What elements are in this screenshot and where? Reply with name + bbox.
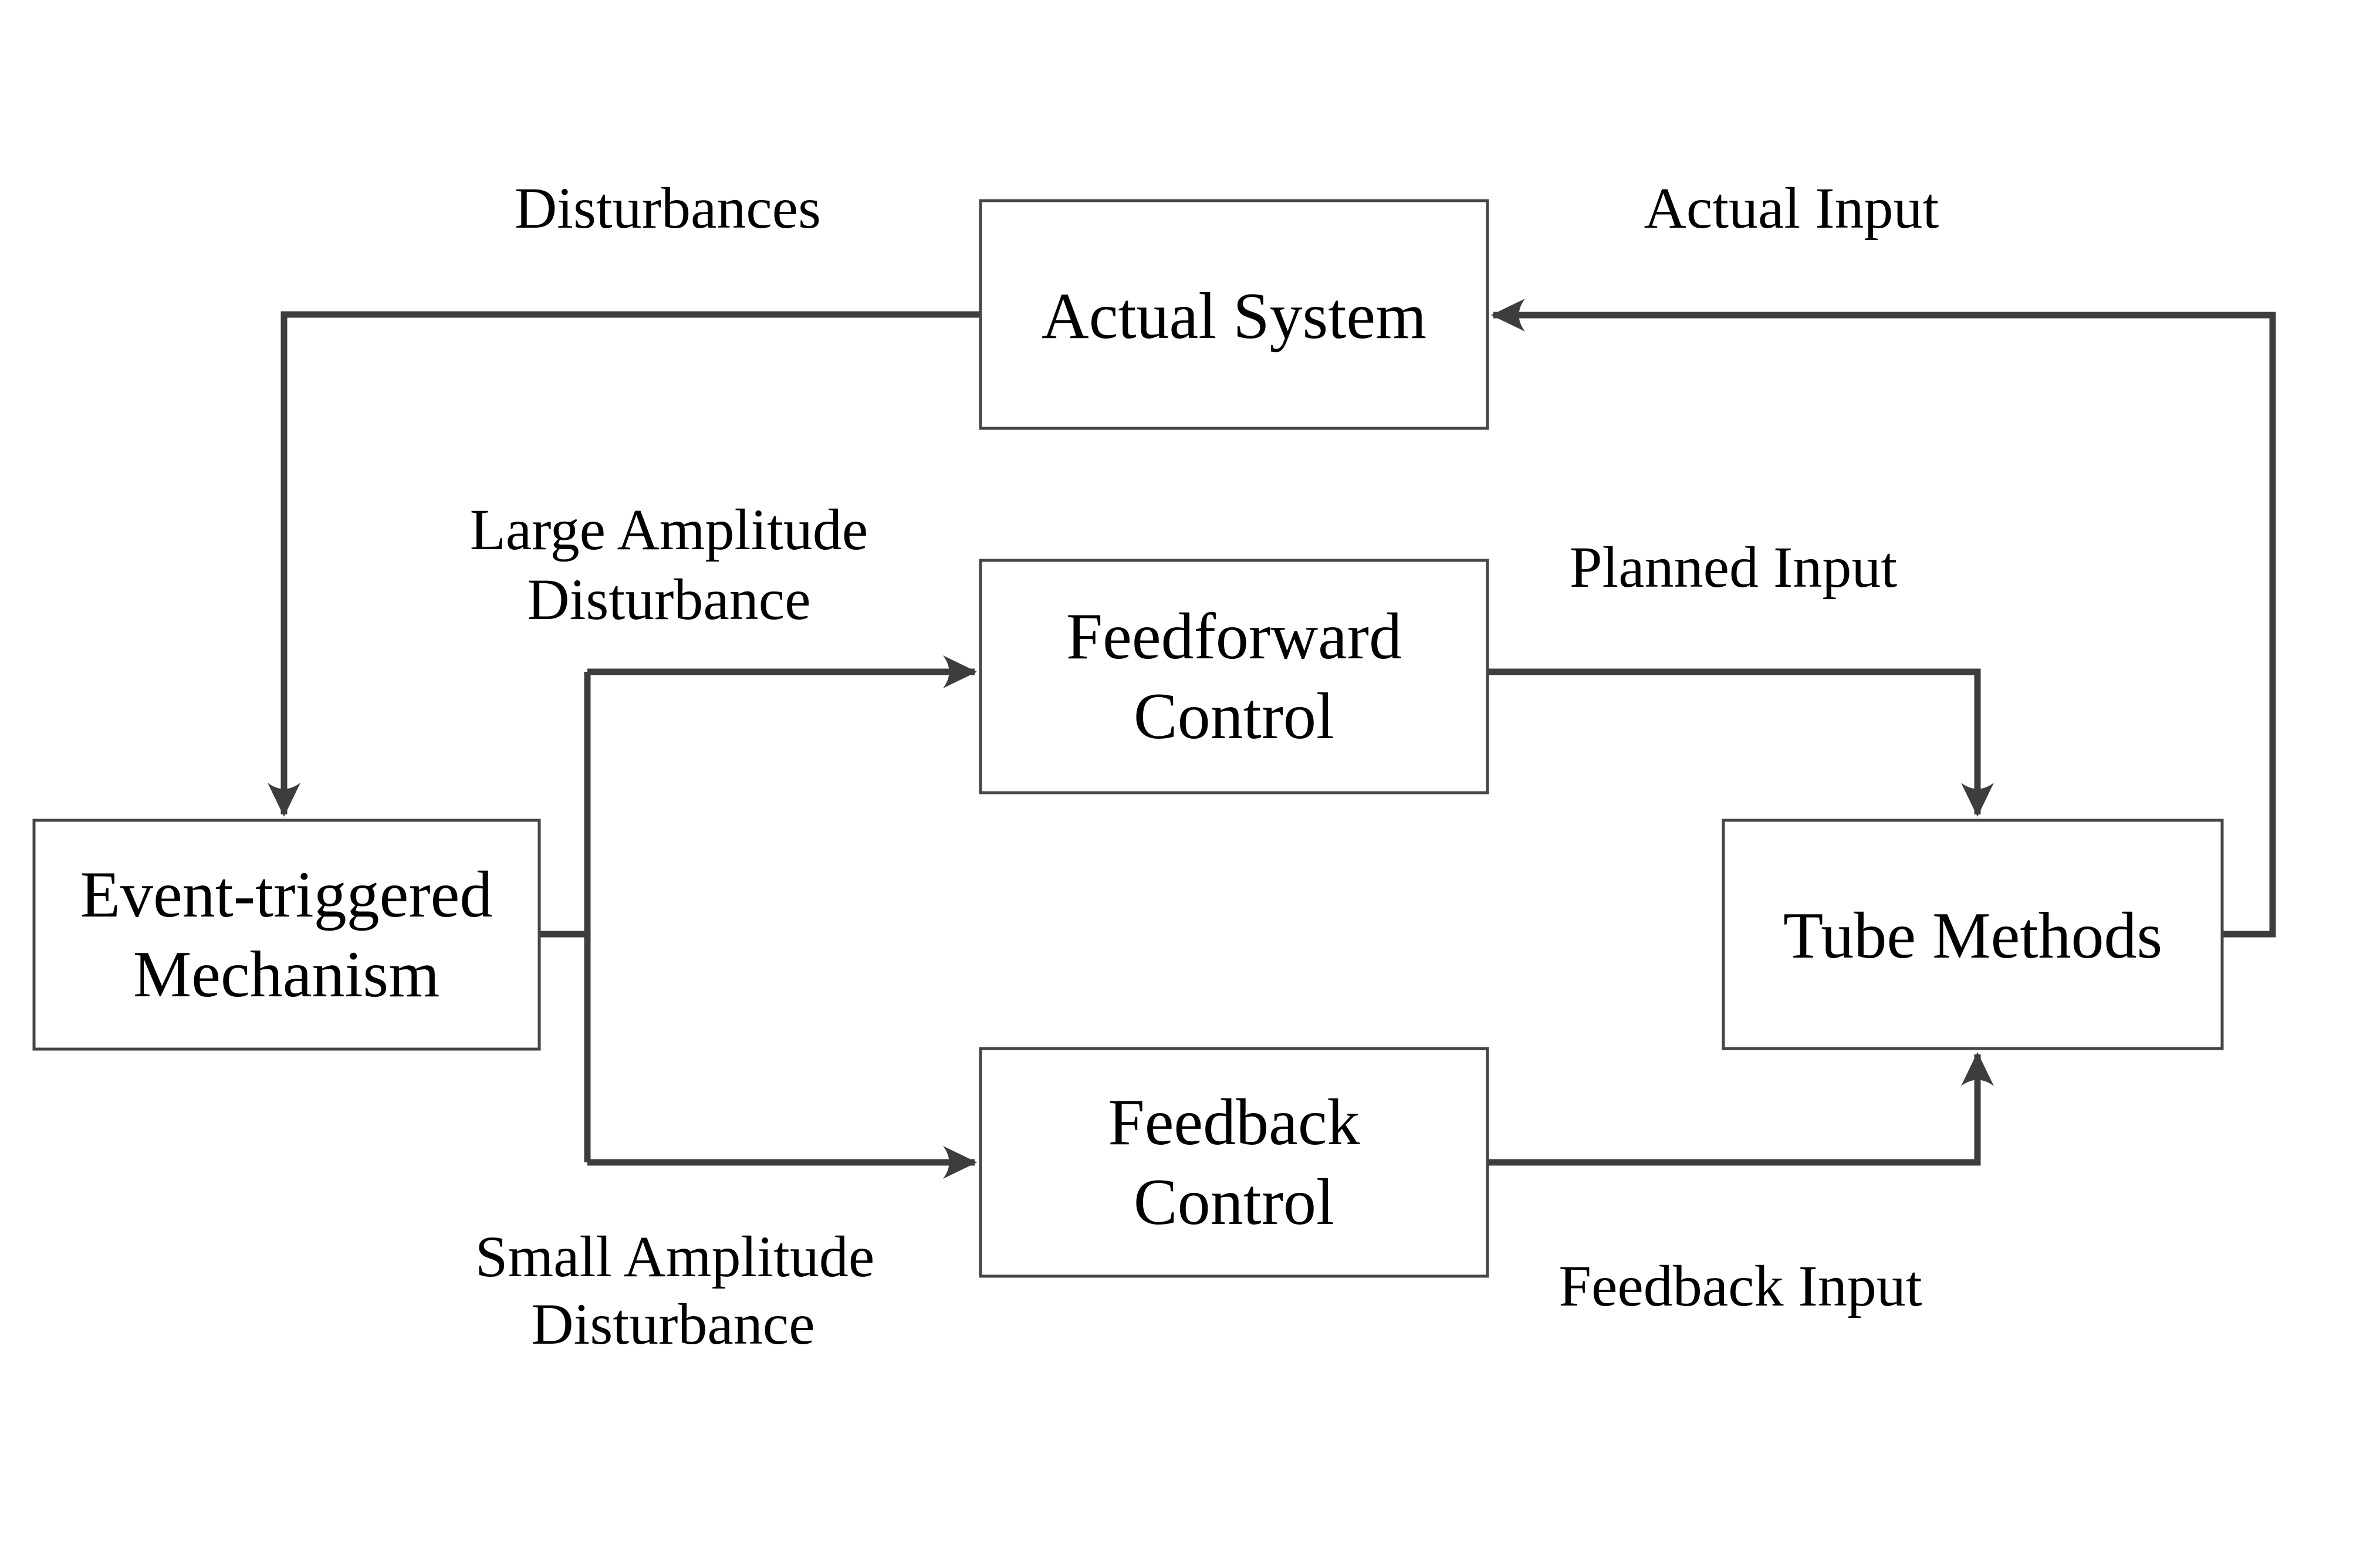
disturbances-connector xyxy=(268,311,981,817)
large-amplitude-disturbance-label-line1: Large Amplitude xyxy=(470,497,868,562)
tube-methods-box xyxy=(1722,819,2224,1050)
large-amplitude-disturbance-label-line2: Disturbance xyxy=(527,567,810,632)
feedback-input-connector xyxy=(1488,1052,1994,1166)
feedback-control-box xyxy=(979,1047,1489,1278)
event-triggered-mechanism-label-line2: Mechanism xyxy=(133,938,440,1011)
tube-methods-label: Tube Methods xyxy=(1783,900,2162,972)
small-amplitude-disturbance-label-line2: Disturbance xyxy=(531,1291,814,1357)
feedback-control-label-line1: Feedback xyxy=(1108,1086,1360,1159)
event-triggered-mechanism-box xyxy=(32,819,541,1051)
feedforward-control-label-line1: Feedforward xyxy=(1066,600,1402,673)
feedback-input-label: Feedback Input xyxy=(1559,1253,1922,1318)
feedback-control-label-line2: Control xyxy=(1134,1166,1334,1239)
planned-input-connector xyxy=(1488,668,1994,817)
actual-input-connector xyxy=(1491,299,2276,938)
small-amplitude-disturbance-label-line1: Small Amplitude xyxy=(475,1224,875,1289)
feedforward-control-label-line2: Control xyxy=(1134,680,1334,753)
actual-system-box xyxy=(979,199,1489,430)
actual-system-label: Actual System xyxy=(1042,280,1426,353)
feedforward-control-box xyxy=(979,559,1489,794)
planned-input-label: Planned Input xyxy=(1570,535,1897,600)
disturbances-label: Disturbances xyxy=(515,175,821,241)
actual-input-label: Actual Input xyxy=(1644,175,1939,241)
event-triggered-mechanism-label-line1: Event-triggered xyxy=(80,858,493,931)
